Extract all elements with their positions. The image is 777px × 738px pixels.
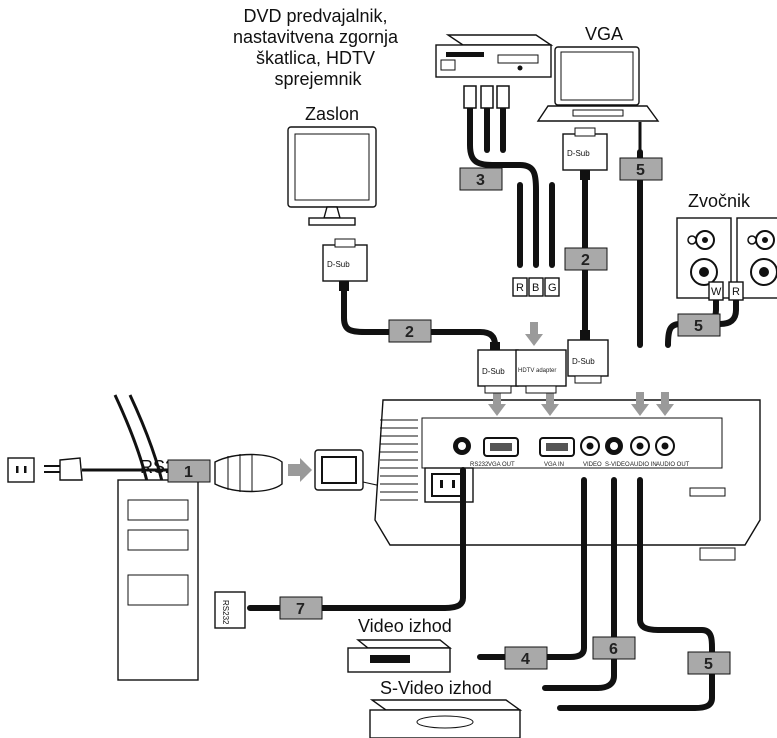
cable-5-number-audio: 5 xyxy=(636,162,645,179)
speaker-label: Zvočnik xyxy=(688,191,751,211)
power-arrow xyxy=(288,458,312,482)
cable-2-monitor xyxy=(341,287,498,348)
rca-label-g: G xyxy=(548,282,557,294)
panel-port-svideo xyxy=(605,437,623,455)
arrow-vga-in xyxy=(541,392,559,416)
rca-label-b: B xyxy=(532,282,539,294)
panel-label-audio-out: AUDIO OUT xyxy=(656,462,690,468)
monitor-label: Zaslon xyxy=(305,104,359,124)
video-out-label: Video izhod xyxy=(358,616,452,636)
rca-plug-b xyxy=(528,277,544,297)
cable-3-badge: 3 xyxy=(459,167,503,191)
cable-7-rs232 xyxy=(247,467,466,611)
rs232-plug-illustration xyxy=(214,591,246,629)
dvd-label-line-2: nastavitvena zgornja xyxy=(233,27,399,47)
rs232-plug-label: RS232 xyxy=(221,600,230,625)
rca-label-r: R xyxy=(516,282,524,294)
dvd-label-line-1: DVD predvajalnik, xyxy=(243,6,387,26)
dsub-connector-vga-in xyxy=(567,330,609,384)
cable-7-number: 7 xyxy=(296,601,305,618)
cable-5-audio-bottom xyxy=(557,477,715,711)
panel-label-video: VIDEO xyxy=(583,462,602,468)
cable-5-badge-bottom: 5 xyxy=(687,651,731,675)
cable-5-badge-speaker: 5 xyxy=(677,313,721,337)
panel-port-vga-out xyxy=(483,437,519,457)
panel-label-rs232: RS232 xyxy=(470,462,489,468)
panel-port-audio-in xyxy=(630,436,650,456)
svideo-player-illustration xyxy=(369,699,523,738)
dsub-label-laptop: D-Sub xyxy=(567,149,590,158)
dsub-connector-vga-out xyxy=(477,342,519,394)
cable-4-video xyxy=(477,477,587,660)
laptop-illustration xyxy=(536,46,660,122)
arrow-vga-out xyxy=(488,392,506,416)
panel-label-svideo: S-VIDEO xyxy=(605,462,630,468)
panel-port-audio-out xyxy=(655,436,675,456)
cable-2-number-monitor: 2 xyxy=(405,324,414,341)
cable-6-badge: 6 xyxy=(592,636,636,660)
cable-6-svideo xyxy=(542,477,617,691)
rca-plug-g xyxy=(544,277,560,297)
cable-3-number: 3 xyxy=(476,172,485,189)
speaker-label-w: W xyxy=(711,286,722,298)
pc-tower-illustration xyxy=(117,479,199,681)
svideo-out-label: S-Video izhod xyxy=(380,678,492,698)
dsub-label-vga-in: D-Sub xyxy=(572,357,595,366)
speaker-label-r: R xyxy=(732,286,740,298)
cable-7-badge: 7 xyxy=(279,596,323,620)
arrow-audio-in xyxy=(631,392,649,416)
hdtv-adapter-label: HDTV adapter xyxy=(518,368,556,374)
rca-plugs-dvd xyxy=(463,85,510,109)
dvd-label: DVD predvajalnik, nastavitvena zgornja š… xyxy=(233,6,403,89)
speaker-illustration xyxy=(676,217,777,299)
cable-1-badge: 1 xyxy=(167,459,211,483)
arrow-audio-out xyxy=(656,392,674,416)
speaker-plug-w xyxy=(708,281,724,301)
cable-3-line-a xyxy=(467,105,539,268)
cable-2-badge-monitor: 2 xyxy=(388,319,432,343)
cable-6-number: 6 xyxy=(609,641,618,658)
cable-1-number: 1 xyxy=(184,464,193,481)
dvd-player-illustration xyxy=(435,34,554,78)
cable-2-badge-vga: 2 xyxy=(564,247,608,271)
panel-label-audio-in: AUDIO IN xyxy=(630,462,657,468)
rca-plug-r xyxy=(512,277,528,297)
dsub-connector-laptop xyxy=(562,127,608,180)
dsub-label-monitor: D-Sub xyxy=(327,260,350,269)
cable-2-number-vga: 2 xyxy=(581,252,590,269)
cable-4-badge: 4 xyxy=(504,646,548,670)
wall-outlet-illustration xyxy=(7,457,35,483)
hdtv-adapter-connector xyxy=(515,349,567,394)
vga-label: VGA xyxy=(585,24,623,44)
cable-5-number-bottom: 5 xyxy=(704,656,713,673)
dsub-connector-monitor xyxy=(322,238,368,291)
panel-port-rs232 xyxy=(453,437,471,455)
cable-5-number-speaker: 5 xyxy=(694,318,703,335)
projector-illustration xyxy=(374,399,761,561)
panel-label-vga-out: VGA OUT xyxy=(488,462,515,468)
cable-5-badge-audio: 5 xyxy=(619,157,663,181)
dvd-label-line-3: škatlica, HDTV xyxy=(256,48,375,68)
panel-port-video xyxy=(580,436,600,456)
panel-port-vga-in xyxy=(539,437,575,457)
panel-label-vga-in: VGA IN xyxy=(544,462,564,468)
cable-4-number: 4 xyxy=(521,651,530,668)
dvd-label-line-4: sprejemnik xyxy=(274,69,362,89)
cable-5-speaker-b xyxy=(717,292,739,327)
vcr-illustration xyxy=(347,639,452,673)
dsub-label-vga-out: D-Sub xyxy=(482,367,505,376)
speaker-plug-r xyxy=(728,281,744,301)
monitor-illustration xyxy=(287,126,377,226)
arrow-hdtv xyxy=(525,322,543,346)
